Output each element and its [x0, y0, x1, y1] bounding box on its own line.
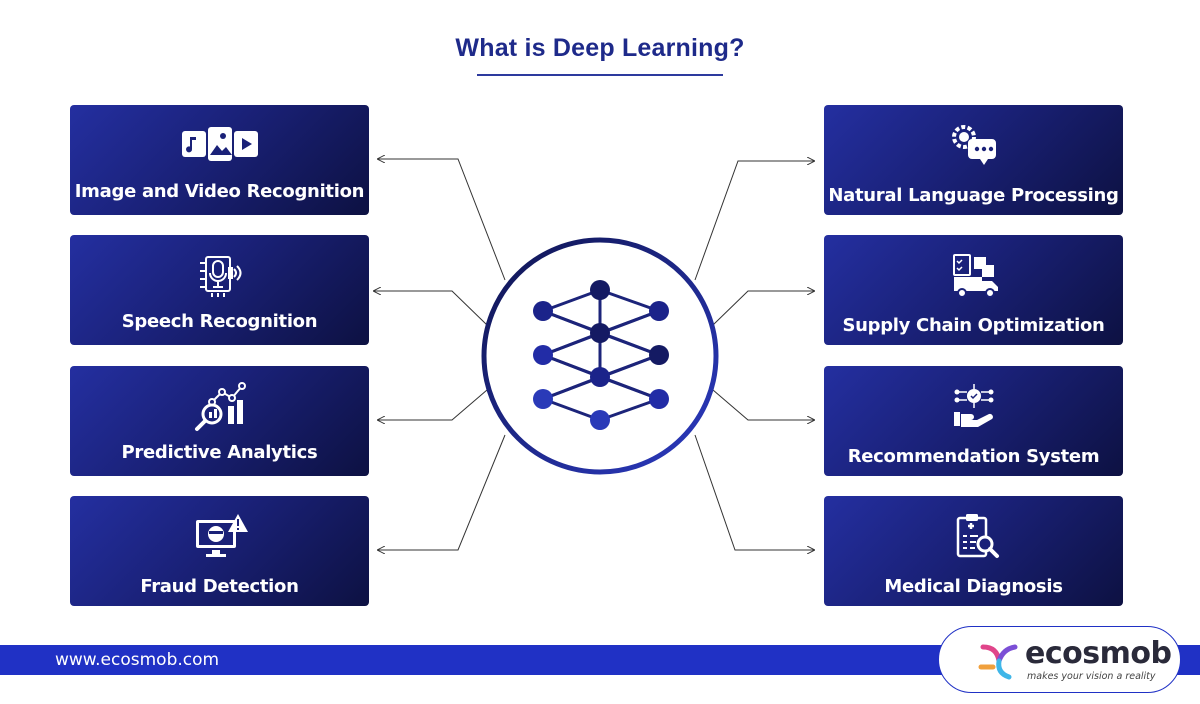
card-recommendation-system[interactable]: Recommendation System	[824, 366, 1123, 476]
link-fraud	[378, 434, 506, 550]
card-label: Supply Chain Optimization	[842, 315, 1105, 336]
card-label: Medical Diagnosis	[884, 576, 1063, 597]
link-image-video	[378, 159, 506, 281]
card-label: Fraud Detection	[140, 576, 299, 597]
neural-network-icon	[481, 237, 719, 475]
link-speech	[374, 291, 488, 326]
title-underline	[477, 74, 723, 76]
card-label: Recommendation System	[847, 446, 1100, 467]
delivery-truck-icon	[824, 249, 1123, 301]
link-predictive	[378, 389, 488, 420]
card-medical-diagnosis[interactable]: Medical Diagnosis	[824, 496, 1123, 606]
page-title: What is Deep Learning?	[455, 34, 745, 62]
card-speech-recognition[interactable]: Speech Recognition	[70, 235, 369, 345]
analytics-magnifier-icon	[70, 380, 369, 432]
card-image-video-recognition[interactable]: Image and Video Recognition	[70, 105, 369, 215]
link-supply	[712, 291, 814, 326]
brand-tagline: makes your vision a reality	[1027, 671, 1156, 682]
link-recommendation	[712, 389, 814, 420]
link-medical	[694, 434, 814, 550]
media-gallery-icon	[70, 119, 369, 171]
brand-name: ecosmob	[1025, 636, 1172, 671]
card-predictive-analytics[interactable]: Predictive Analytics	[70, 366, 369, 476]
clipboard-magnifier-icon	[824, 510, 1123, 562]
card-supply-chain-optimization[interactable]: Supply Chain Optimization	[824, 235, 1123, 345]
microphone-chip-icon	[70, 249, 369, 301]
card-label: Natural Language Processing	[828, 185, 1119, 206]
ecosmob-logo-icon	[978, 644, 1018, 680]
hacker-alert-icon	[70, 510, 369, 562]
card-natural-language-processing[interactable]: Natural Language Processing	[824, 105, 1123, 215]
card-label: Image and Video Recognition	[74, 181, 365, 202]
footer-url-link[interactable]: www.ecosmob.com	[55, 650, 220, 670]
card-label: Speech Recognition	[121, 311, 318, 332]
hand-network-icon	[824, 380, 1123, 432]
gear-chat-icon	[824, 119, 1123, 171]
link-nlp	[694, 161, 814, 281]
card-label: Predictive Analytics	[121, 442, 318, 463]
brand-logo[interactable]: ecosmob makes your vision a reality	[938, 626, 1181, 693]
card-fraud-detection[interactable]: Fraud Detection	[70, 496, 369, 606]
